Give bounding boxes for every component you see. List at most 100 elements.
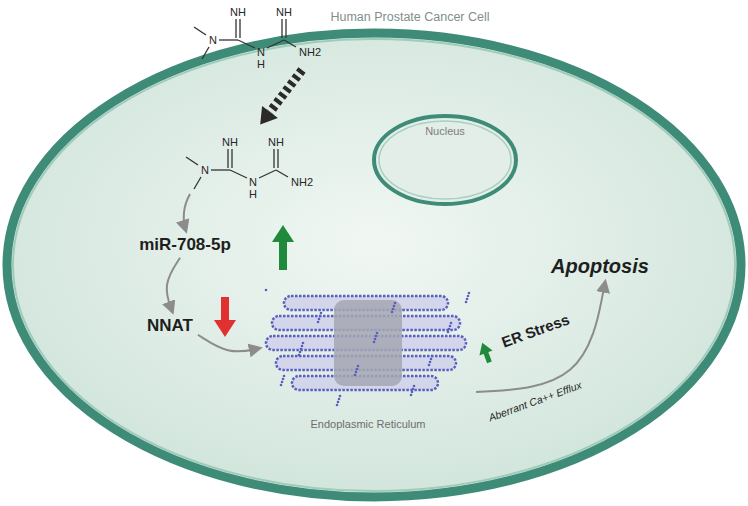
- ribosome-dot: [431, 355, 434, 358]
- arrow-head: [476, 340, 493, 355]
- ribosome-dot: [413, 385, 416, 388]
- ribosome-dot: [412, 388, 415, 391]
- bond: [239, 19, 240, 38]
- ribosome-dot: [300, 348, 303, 351]
- pathway-arrow: [184, 194, 190, 231]
- label-holder: N: [257, 47, 265, 58]
- ribosome-dot: [317, 321, 320, 324]
- ribosome-dot: [298, 354, 301, 357]
- chemical-atom: NH: [268, 137, 284, 148]
- pathway-arrow: [198, 335, 260, 352]
- label-holder: NH2: [299, 47, 321, 58]
- ribosome-dot: [467, 295, 470, 298]
- label-holder: NH: [268, 137, 284, 148]
- ribosome-dot: [374, 338, 377, 341]
- ribosome-dot: [410, 394, 413, 397]
- ribosome-dot: [355, 371, 358, 374]
- text-holder: Endoplasmic Reticulum: [311, 418, 426, 431]
- chemical-atom: N: [249, 177, 257, 188]
- ribosome-dot: [283, 375, 286, 378]
- chemical-atom: N: [201, 165, 209, 176]
- ribosome-dot: [302, 342, 305, 345]
- ribosome-dot: [339, 395, 342, 398]
- label-holder: NH: [276, 7, 292, 18]
- label-holder: NH: [230, 7, 246, 18]
- ribosome-dot: [318, 318, 321, 321]
- ribosome-dot: [336, 404, 339, 407]
- node-label: Endoplasmic Reticulum: [311, 418, 426, 431]
- ribosome-dot: [430, 358, 433, 361]
- ribosome-dot: [393, 305, 396, 308]
- chemical-atom: NH: [222, 137, 238, 148]
- bond: [267, 40, 284, 48]
- chemical-atom: NH2: [291, 177, 313, 188]
- ribosome-dot: [450, 322, 453, 325]
- pathway-arrow: [167, 258, 180, 312]
- label-holder: N: [249, 177, 257, 188]
- metformin-structure: [194, 19, 296, 59]
- label-holder: Aberrant Ca++ Efflux: [486, 396, 584, 407]
- chemical-atom: NH2: [299, 47, 321, 58]
- er-lumen: [334, 300, 402, 386]
- text-holder: Nucleus: [425, 125, 465, 138]
- bond: [186, 157, 198, 165]
- ribosome-dot: [447, 331, 450, 334]
- bond: [202, 47, 209, 59]
- up-arrow: [476, 340, 496, 365]
- node-label: Human Prostate Cancer Cell: [330, 10, 489, 24]
- bond: [284, 40, 296, 47]
- ribosome-dot: [265, 289, 268, 292]
- label-holder: H: [249, 189, 257, 200]
- ribosome-dot: [354, 374, 357, 377]
- label-holder: N: [201, 165, 209, 176]
- cell-outline: [7, 33, 741, 497]
- nucleus-oval: Nucleus: [370, 112, 520, 208]
- gene-label: miR-708-5p: [136, 234, 234, 256]
- arrow-shaft: [279, 240, 287, 270]
- text-holder: Human Prostate Cancer Cell: [330, 10, 489, 24]
- label-holder: ER Stress: [500, 322, 571, 339]
- pathway-arrow: [476, 282, 605, 393]
- metformin-structure: [186, 149, 288, 189]
- label-holder: NH: [222, 137, 238, 148]
- node-label: NNAT: [147, 316, 193, 336]
- gene-label: NNAT: [144, 315, 196, 337]
- bond: [227, 149, 228, 168]
- label-holder: H: [257, 59, 265, 70]
- ribosome-dot: [282, 378, 285, 381]
- bond: [273, 149, 274, 168]
- ribosome-dot: [319, 315, 322, 318]
- ribosome-dot: [357, 365, 360, 368]
- arrow-head: [214, 320, 236, 337]
- ribosome-dot: [356, 368, 359, 371]
- nucleus-inner-outline: [379, 121, 511, 199]
- uptake-arrow-head: [260, 106, 278, 125]
- label-holder: N: [209, 35, 217, 46]
- arrow-shaft: [221, 297, 229, 322]
- outcome-label: Apoptosis: [548, 254, 652, 279]
- bond: [285, 19, 286, 38]
- bond: [194, 27, 206, 35]
- er-organelle-shape: [262, 288, 474, 434]
- up-arrow: [272, 225, 294, 270]
- ribosome-dot: [468, 292, 471, 295]
- bond: [277, 149, 278, 168]
- label-holder: NH2: [291, 177, 313, 188]
- cell-inner-outline: [13, 39, 735, 491]
- ribosome-dot: [376, 332, 379, 335]
- ribosome-dot: [448, 328, 451, 331]
- bond: [194, 177, 201, 189]
- ribosome-dot: [373, 341, 376, 344]
- down-arrow: [214, 297, 236, 337]
- ribosome-dot: [301, 345, 304, 348]
- chemical-atom: N: [209, 35, 217, 46]
- ribosome-dot: [338, 398, 341, 401]
- node-label: Nucleus: [425, 125, 465, 138]
- ribosome-dot: [428, 364, 431, 367]
- ribosome-dot: [281, 381, 284, 384]
- ribosome-dot: [337, 401, 340, 404]
- ribosome-dot: [392, 308, 395, 311]
- chemical-atom: H: [257, 59, 265, 70]
